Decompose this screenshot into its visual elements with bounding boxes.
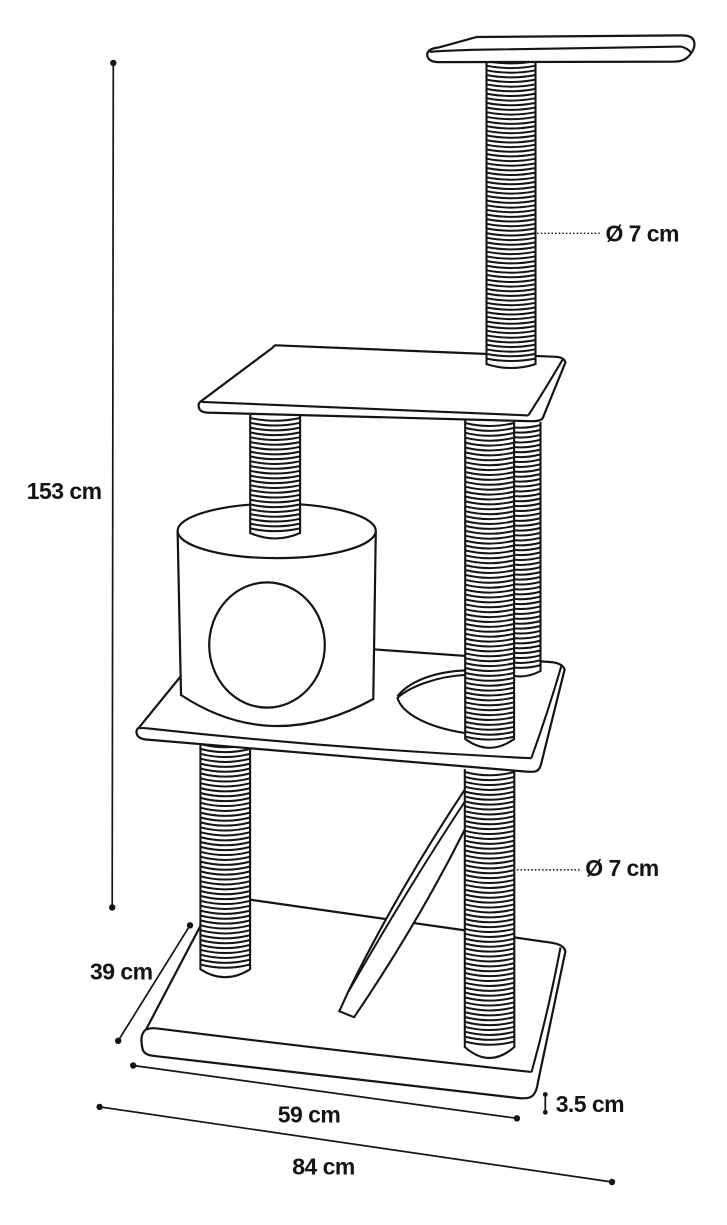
svg-text:59 cm: 59 cm [278, 1102, 341, 1128]
svg-text:Ø 7 cm: Ø 7 cm [585, 855, 659, 881]
svg-text:153 cm: 153 cm [27, 478, 102, 504]
svg-text:Ø 7 cm: Ø 7 cm [606, 220, 680, 246]
svg-text:39 cm: 39 cm [90, 958, 153, 984]
svg-text:3.5 cm: 3.5 cm [556, 1091, 624, 1117]
svg-text:84 cm: 84 cm [292, 1154, 355, 1180]
